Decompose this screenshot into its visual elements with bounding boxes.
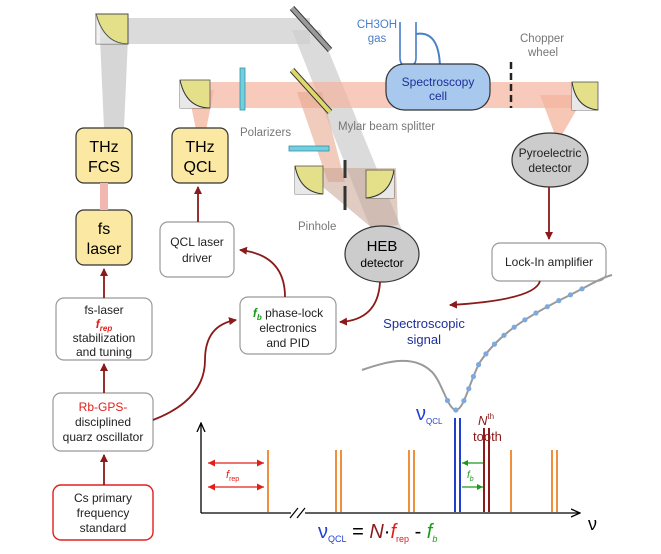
lockin-label: Lock-In amplifier <box>505 255 593 269</box>
fcs-beam-vertical <box>100 38 128 128</box>
arrow-heb-to-phaselock <box>339 281 381 326</box>
signal-point <box>470 373 476 380</box>
axis-break <box>289 506 306 520</box>
phase-lock-label-1: fb phase-lock <box>253 306 324 322</box>
pyro-detector <box>511 132 589 188</box>
mylar-beam-splitter <box>289 67 333 115</box>
spectroscopic-signal-curve <box>361 274 613 412</box>
gas-tube <box>399 22 441 71</box>
equation: νQCL = N·frep - fb <box>318 521 437 544</box>
rb-gps-box <box>52 392 154 452</box>
heb-label-2: detector <box>360 256 403 270</box>
signal-point <box>511 324 517 330</box>
phase-lock-label-3: and PID <box>266 336 310 350</box>
fb-label: fb <box>467 470 474 483</box>
signal-point <box>556 298 562 304</box>
thz-qcl-box <box>171 127 229 184</box>
chopper-label-1: Chopper <box>520 33 564 45</box>
tooth-label: tooth <box>473 429 502 444</box>
thz-fcs-label-1: THz <box>89 139 118 156</box>
signal-point <box>453 407 459 413</box>
signal-point <box>501 332 507 338</box>
cs-primary-box <box>52 484 154 541</box>
spec-signal-label-1: Spectroscopic <box>383 316 465 331</box>
signal-point <box>579 286 585 292</box>
thz-fcs-label-2: FCS <box>88 159 120 176</box>
pyro-label-1: Pyroelectric <box>519 146 582 160</box>
chopper-label-2: wheel <box>527 47 558 59</box>
signal-point <box>533 310 539 316</box>
pyro-label-2: detector <box>528 161 571 175</box>
fcs-beam-top <box>100 18 310 44</box>
fs-stab-label-4: and tuning <box>76 345 132 359</box>
flat-mirror-top <box>289 5 333 53</box>
fs-laser-label-2: laser <box>87 241 122 258</box>
arrow-rb-to-phaselock <box>152 317 237 421</box>
fs-stab-label-3: stabilization <box>73 331 136 345</box>
signal-point <box>544 304 550 310</box>
fs-stab-frep: frep <box>96 317 113 333</box>
signal-point <box>491 341 498 347</box>
qcl-beam-down <box>297 92 345 182</box>
signal-point <box>466 386 472 392</box>
qcl-driver-label-1: QCL laser <box>170 235 224 249</box>
signal-point <box>461 398 467 404</box>
cs-primary-label-3: standard <box>80 521 127 535</box>
rb-gps-label-3: quarz oscillator <box>63 430 144 444</box>
parabolic-mirror-qcl <box>179 79 211 109</box>
spec-signal-label-2: signal <box>407 332 441 347</box>
fs-laser-label-1: fs <box>98 221 110 238</box>
cs-primary-label-1: Cs primary <box>74 491 132 505</box>
phase-lock-label-2: electronics <box>259 321 316 335</box>
nu-qcl-label: νQCL <box>416 403 443 426</box>
rb-gps-label-2: disciplined <box>75 415 131 429</box>
parabolic-mirror-pyro <box>571 81 599 111</box>
arrow-phaselock-to-driver <box>239 246 286 298</box>
qcl-driver-box <box>159 221 235 278</box>
signal-point <box>522 317 528 323</box>
spectroscopy-cell <box>385 63 491 111</box>
lockin-box <box>491 242 607 282</box>
signal-point <box>567 292 574 298</box>
qcl-driver-label-2: driver <box>182 251 212 265</box>
signal-point <box>444 397 451 404</box>
ch3oh-label: CH3OH <box>357 19 397 31</box>
x-axis-nu-label: ν <box>588 514 597 534</box>
phase-lock-box <box>239 296 337 355</box>
heb-detector <box>344 225 420 283</box>
nth-label: Nth <box>478 412 494 428</box>
polarizer-horizontal <box>288 145 330 152</box>
signal-point <box>476 362 482 368</box>
pinhole-label: Pinhole <box>298 221 336 233</box>
parabolic-mirror-fcs <box>95 13 129 45</box>
spec-cell-label-1: Spectroscopy <box>402 75 475 89</box>
mylar-label: Mylar beam splitter <box>338 121 435 133</box>
fs-stab-label-1: fs-laser <box>84 303 123 317</box>
rb-gps-label-1: Rb-GPS- <box>79 400 128 414</box>
parabolic-mirror-pinhole-left <box>294 165 324 195</box>
thz-qcl-label-1: THz <box>185 139 214 156</box>
arrow-lockin-to-signal <box>449 280 541 309</box>
spec-cell-label-2: cell <box>429 89 447 103</box>
cs-primary-label-2: frequency <box>77 506 130 520</box>
polarizers-label: Polarizers <box>240 127 291 139</box>
frep-label: frep <box>226 469 239 483</box>
heb-label-1: HEB <box>367 238 398 255</box>
polarizer-vertical <box>239 67 246 111</box>
signal-point <box>483 351 489 357</box>
signal-points <box>444 286 585 413</box>
gas-label: gas <box>368 33 387 45</box>
parabolic-mirror-pinhole-right <box>365 169 395 199</box>
thz-qcl-label-2: QCL <box>184 159 217 176</box>
